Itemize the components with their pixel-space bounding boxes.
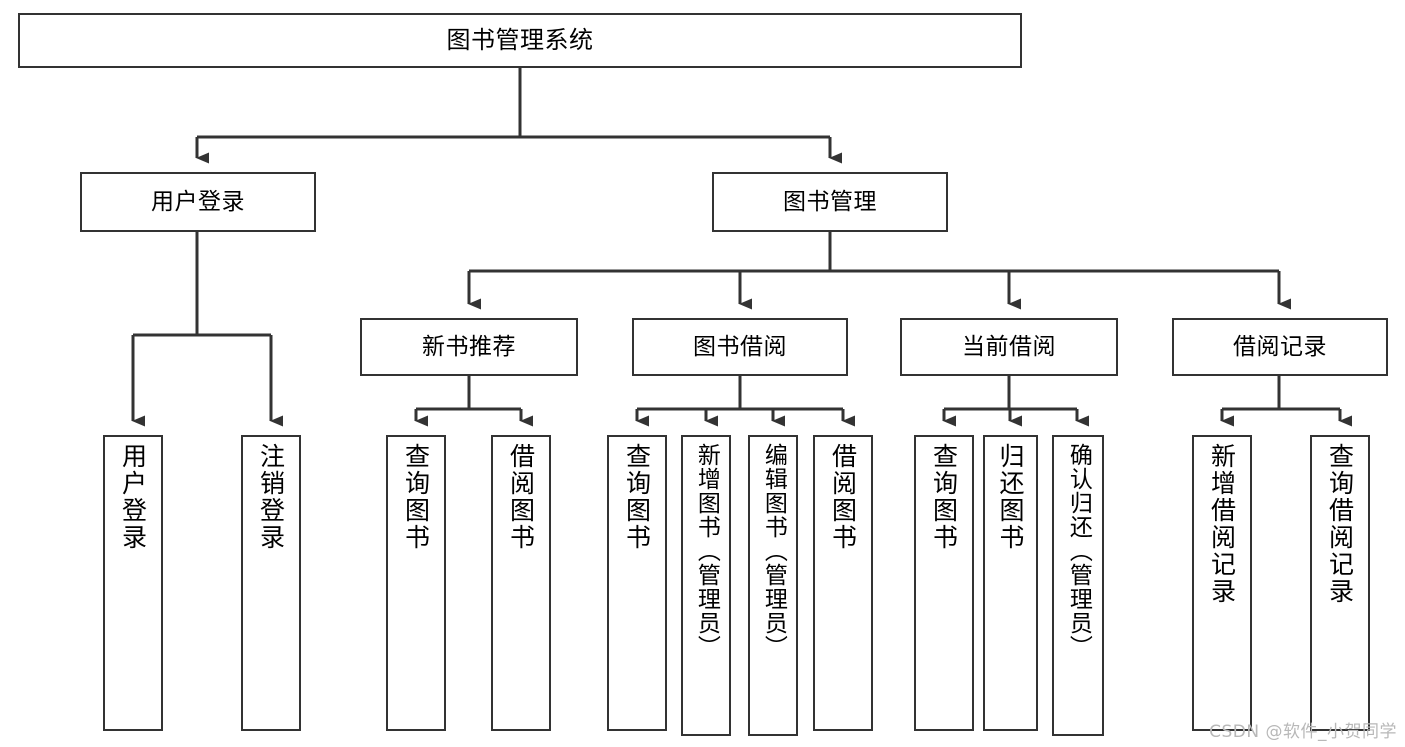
leaf-logout[interactable]: 注销登录 (241, 435, 301, 731)
node-root-system[interactable]: 图书管理系统 (18, 13, 1022, 68)
leaf-bookborrow-query-book[interactable]: 查询图书 (607, 435, 667, 731)
node-label: 新书推荐 (422, 333, 516, 360)
node-current-borrow[interactable]: 当前借阅 (900, 318, 1118, 376)
node-label: 查询图书 (929, 443, 959, 551)
node-label: 新增图书（管理员） (693, 443, 720, 659)
watermark-text: CSDN @软件_小贺同学 (1209, 722, 1397, 742)
node-label: 借阅图书 (506, 443, 536, 551)
leaf-borrowrecord-query-record[interactable]: 查询借阅记录 (1310, 435, 1370, 731)
leaf-user-login[interactable]: 用户登录 (103, 435, 163, 731)
node-borrow-record[interactable]: 借阅记录 (1172, 318, 1388, 376)
node-label: 图书管理系统 (446, 25, 594, 54)
leaf-newbook-borrow-book[interactable]: 借阅图书 (491, 435, 551, 731)
leaf-borrowrecord-add-record[interactable]: 新增借阅记录 (1192, 435, 1252, 731)
node-label: 用户登录 (118, 443, 148, 551)
node-label: 图书借阅 (693, 333, 787, 360)
node-label: 注销登录 (256, 443, 286, 551)
node-label: 新增借阅记录 (1207, 443, 1237, 605)
leaf-bookborrow-edit-book-admin[interactable]: 编辑图书（管理员） (748, 435, 798, 736)
node-book-borrow[interactable]: 图书借阅 (632, 318, 848, 376)
node-label: 编辑图书（管理员） (760, 443, 787, 659)
leaf-currentborrow-return-book[interactable]: 归还图书 (983, 435, 1038, 731)
node-label: 查询图书 (622, 443, 652, 551)
node-book-management[interactable]: 图书管理 (712, 172, 948, 232)
leaf-bookborrow-borrow-book[interactable]: 借阅图书 (813, 435, 873, 731)
node-label: 用户登录 (151, 188, 245, 215)
leaf-currentborrow-confirm-return-admin[interactable]: 确认归还（管理员） (1052, 435, 1104, 736)
node-label: 查询借阅记录 (1325, 443, 1355, 605)
node-user-login[interactable]: 用户登录 (80, 172, 316, 232)
node-label: 借阅记录 (1233, 333, 1327, 360)
node-label: 确认归还（管理员） (1065, 443, 1092, 659)
node-label: 借阅图书 (828, 443, 858, 551)
node-new-book-recommend[interactable]: 新书推荐 (360, 318, 578, 376)
node-label: 当前借阅 (962, 333, 1056, 360)
leaf-currentborrow-query-book[interactable]: 查询图书 (914, 435, 974, 731)
node-label: 图书管理 (783, 188, 877, 215)
leaf-bookborrow-add-book-admin[interactable]: 新增图书（管理员） (681, 435, 731, 736)
leaf-newbook-query-book[interactable]: 查询图书 (386, 435, 446, 731)
node-label: 归还图书 (996, 443, 1025, 551)
node-label: 查询图书 (401, 443, 431, 551)
